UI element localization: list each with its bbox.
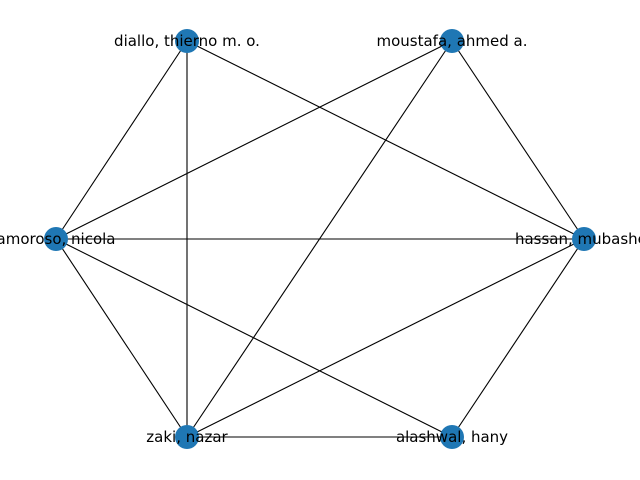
- node-label-amoroso: amoroso, nicola: [0, 230, 115, 248]
- node-alashwal: [440, 425, 464, 449]
- edge-amoroso-alashwal: [55, 238, 453, 438]
- node-zaki: [175, 425, 199, 449]
- edge-zaki-hassan: [186, 238, 585, 438]
- node-label-hassan: hassan, mubasher: [515, 230, 640, 248]
- edge-diallo-amoroso: [55, 40, 188, 240]
- node-hassan: [572, 227, 596, 251]
- edge-moustafa-amoroso: [55, 40, 453, 240]
- node-layer: [44, 29, 596, 449]
- node-label-zaki: zaki, nazar: [146, 428, 228, 446]
- node-diallo: [175, 29, 199, 53]
- node-label-alashwal: alashwal, hany: [396, 428, 508, 446]
- edge-amoroso-zaki: [55, 238, 188, 438]
- edge-hassan-alashwal: [451, 238, 585, 438]
- edge-layer: [55, 40, 585, 438]
- node-moustafa: [440, 29, 464, 53]
- label-layer: diallo, thierno m. o. moustafa, ahmed a. h…: [0, 32, 640, 446]
- node-label-moustafa: moustafa, ahmed a.: [377, 32, 528, 50]
- node-label-diallo: diallo, thierno m. o.: [114, 32, 260, 50]
- node-amoroso: [44, 227, 68, 251]
- edge-moustafa-hassan: [451, 40, 585, 240]
